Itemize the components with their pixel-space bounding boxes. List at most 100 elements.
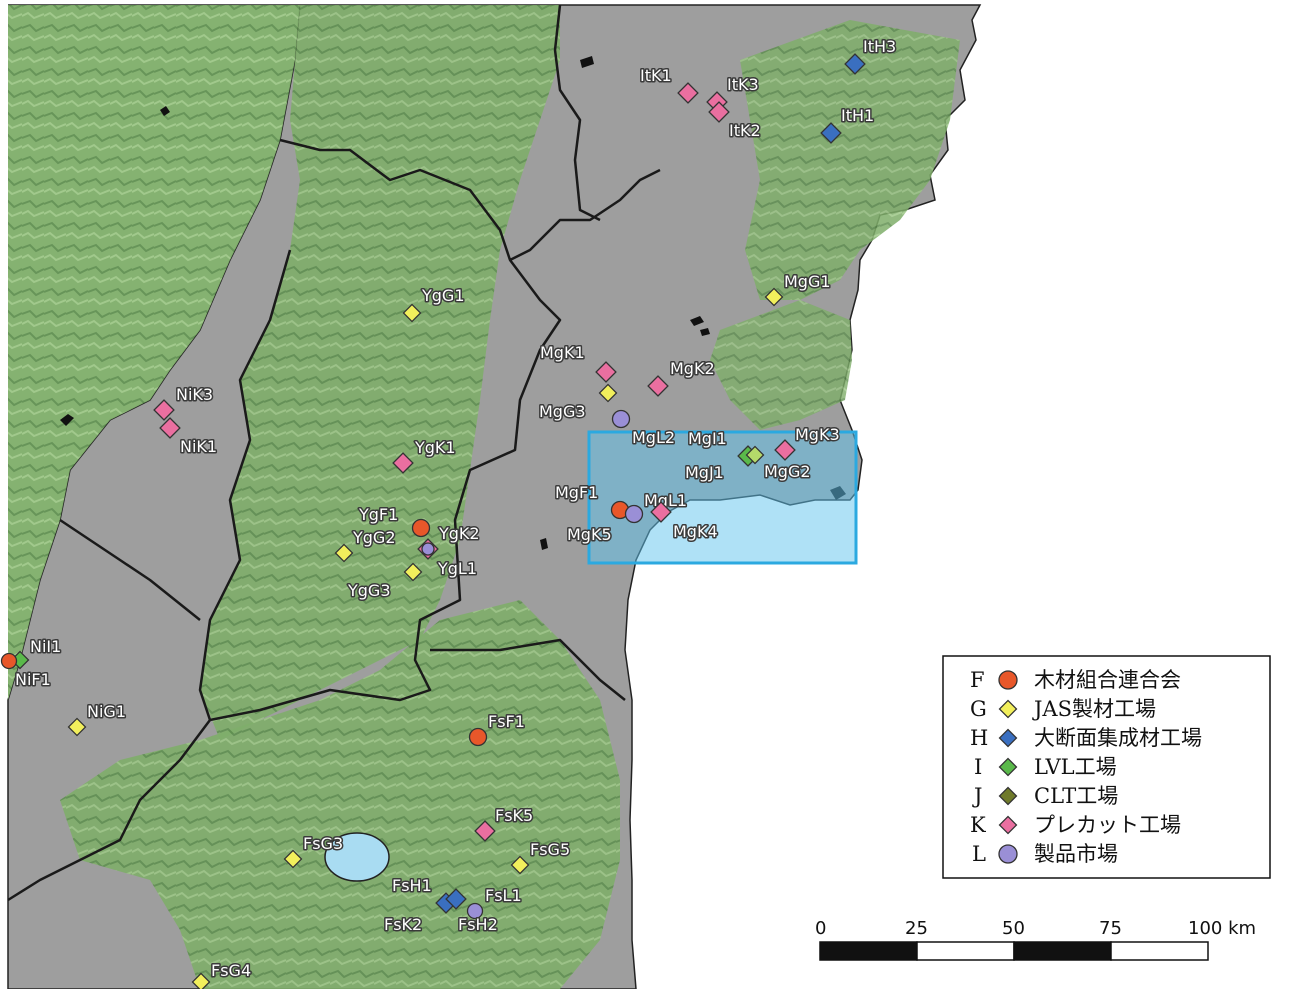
marker-jas-plant	[334, 543, 354, 563]
legend-label: CLT工場	[1034, 784, 1118, 808]
marker-product-market	[421, 542, 435, 556]
marker-prefab-plant	[474, 820, 496, 842]
legend-symbol-diamond-icon	[998, 699, 1018, 719]
site-mgf1: MgF1	[554, 482, 630, 520]
marker-glulam-plant	[820, 122, 842, 144]
site-label: YgG3	[347, 581, 391, 600]
site-itk1: ItK1	[639, 65, 699, 104]
site-mgk5: MgK5	[566, 524, 614, 546]
site-label: MgG2	[764, 462, 811, 481]
legend-symbol-diamond-icon	[998, 815, 1018, 835]
marker-jas-plant	[598, 383, 618, 403]
site-ygg1: YgG1	[402, 285, 466, 323]
site-label: MgJ1	[685, 463, 724, 482]
site-ygl1: YgL1	[421, 542, 479, 580]
legend-code: L	[972, 842, 986, 866]
marker-product-market	[466, 902, 484, 920]
legend-item-j: J CLT工場	[972, 784, 1118, 808]
legend-symbol-circle-icon	[998, 844, 1018, 864]
focus-area-highlight	[587, 430, 858, 565]
site-mgk1: MgK1	[539, 342, 617, 383]
marker-prefab-plant	[595, 361, 617, 383]
marker-prefab-plant	[647, 375, 669, 397]
marker-product-market	[611, 409, 631, 429]
site-ygg3: YgG3	[346, 562, 423, 602]
site-label: MgI1	[688, 429, 727, 448]
site-mgg3: MgG3	[538, 383, 618, 423]
site-mgk3: MgK3	[774, 424, 841, 461]
site-label: YgK1	[414, 438, 456, 457]
marker-wood-association	[468, 727, 488, 747]
site-label: FsK2	[384, 915, 422, 934]
legend-label: 木材組合連合会	[1034, 668, 1181, 692]
scale-tick-label: 50	[1002, 918, 1025, 939]
forest-miyagi-hills	[710, 300, 852, 430]
site-label: MgL2	[632, 428, 675, 447]
marker-jas-plant	[403, 562, 423, 582]
site-label: YgK2	[438, 524, 480, 543]
marker-prefab-plant	[774, 439, 796, 461]
marker-prefab-plant	[392, 452, 414, 474]
forest-kitakami	[740, 20, 960, 300]
site-itk2: ItK2	[708, 101, 762, 142]
site-label: NiK3	[176, 385, 213, 404]
legend-item-k: K プレカット工場	[970, 813, 1181, 837]
scale-segment-3	[1013, 941, 1112, 961]
site-label: ItK3	[727, 75, 759, 94]
marker-jas-plant	[402, 303, 422, 323]
site-label: NiI1	[30, 637, 61, 656]
legend-box	[942, 655, 1271, 879]
site-fsl1: FsL1	[466, 885, 523, 920]
marker-jas-plant	[510, 855, 530, 875]
legend-symbol-circle-icon	[998, 670, 1018, 690]
marker-wood-association	[411, 518, 431, 538]
site-fsk5: FsK5	[474, 805, 535, 842]
site-mgk4: MgK4	[650, 501, 719, 543]
site-mgj1: MgJ1	[684, 462, 726, 484]
site-label: FsG3	[303, 834, 343, 853]
site-nik3: NiK3	[153, 384, 215, 421]
site-nif1: NiF1	[0, 652, 52, 691]
site-label: MgG3	[539, 402, 586, 421]
site-fsh2: FsH2	[445, 888, 499, 936]
legend-item-f: F 木材組合連合会	[970, 668, 1181, 692]
site-label: ItH1	[841, 106, 874, 125]
scale-tick-label: 0	[815, 918, 826, 939]
site-mgg1: MgG1	[764, 271, 832, 307]
site-mgg2: MgG2	[745, 445, 812, 483]
legend-code: H	[970, 726, 988, 750]
site-nik1: NiK1	[159, 417, 219, 458]
legend-code: G	[970, 697, 987, 721]
legend-code: F	[970, 668, 985, 692]
legend-label: JAS製材工場	[1032, 697, 1156, 721]
marker-jas-plant	[191, 972, 211, 989]
prefectural-boundaries	[7, 4, 661, 902]
forest-coastal	[8, 5, 300, 700]
site-label: MgF1	[555, 483, 598, 502]
marker-prefab-plant	[153, 399, 175, 421]
marker-jas-plant	[764, 287, 784, 307]
site-mgk2: MgK2	[647, 358, 716, 397]
scale-bar: 0 25 50 75 100 km	[814, 917, 1258, 961]
legend-label: 製品市場	[1034, 842, 1118, 866]
scale-tick-label: 25	[905, 918, 928, 939]
legend-code: J	[972, 784, 982, 808]
marker-wood-association	[0, 652, 18, 670]
site-fsg4: FsG4	[191, 960, 253, 989]
site-label: ItH3	[863, 37, 896, 56]
legend-label: 大断面集成材工場	[1034, 726, 1202, 750]
site-label: NiK1	[180, 437, 217, 456]
site-ygk2: YgK2	[417, 523, 481, 560]
forest-abukuma	[60, 600, 620, 989]
site-fsg3: FsG3	[283, 833, 345, 869]
marker-prefab-plant	[677, 82, 699, 104]
legend-symbol-diamond-icon	[998, 728, 1018, 748]
site-label: FsL1	[485, 886, 522, 905]
site-ith1: ItH1	[820, 105, 876, 144]
marker-product-market	[624, 504, 644, 524]
legend-item-g: G JAS製材工場	[970, 697, 1156, 721]
site-label: NiF1	[15, 670, 51, 689]
marker-prefab-plant	[159, 417, 181, 439]
scale-segment-1	[819, 941, 918, 961]
